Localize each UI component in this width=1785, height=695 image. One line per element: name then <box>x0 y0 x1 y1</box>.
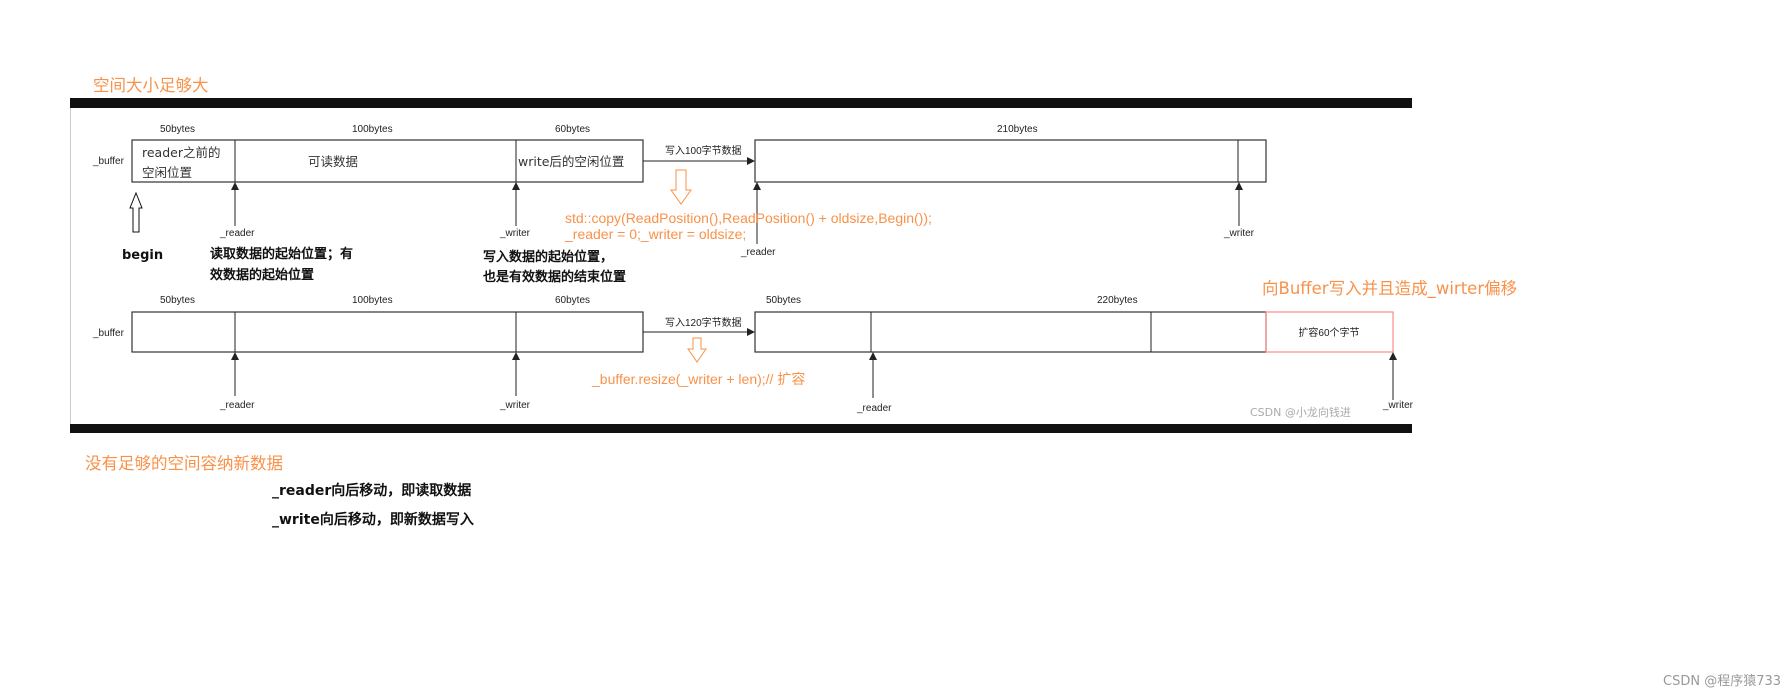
row1-result-box <box>754 139 1267 183</box>
reader-desc-2: 效数据的起始位置 <box>210 267 314 283</box>
begin-hollow-arrow-icon <box>129 191 143 233</box>
inner-watermark: CSDN @小龙向钱进 <box>1250 405 1351 419</box>
title-enough-space: 空间大小足够大 <box>93 76 209 95</box>
row1-result-size: 210bytes <box>997 124 1038 135</box>
row1-size-60: 60bytes <box>555 124 590 135</box>
title-writer-offset: 向Buffer写入并且造成_wirter偏移 <box>1262 279 1517 299</box>
row1-orange-down-arrow-icon <box>670 169 692 205</box>
row2-buffer-label: _buffer <box>92 328 125 339</box>
row1-reader-label: _reader <box>219 228 255 239</box>
row1-reset-code: _reader = 0;_writer = oldsize; <box>564 226 746 242</box>
row2-buffer-box <box>131 311 644 353</box>
row2-reader-label: _reader <box>219 400 255 411</box>
row2-result-box <box>754 311 1267 353</box>
panel-top-bar <box>70 98 1412 108</box>
note-writer-move: _write向后移动，即新数据写入 <box>272 511 474 528</box>
row1-size-100: 100bytes <box>352 124 393 135</box>
row2-new-reader-label: _reader <box>856 403 892 414</box>
writer-desc-2: 也是有效数据的结束位置 <box>483 269 626 285</box>
row2-orange-down-arrow-icon <box>687 337 707 363</box>
panel-bottom-bar <box>70 424 1412 433</box>
row2-size-60: 60bytes <box>555 295 590 306</box>
row1-buffer-label: _buffer <box>92 156 125 167</box>
note-reader-move: _reader向后移动，即读取数据 <box>272 482 471 499</box>
begin-label: begin <box>122 248 163 263</box>
row1-copy-code: std::copy(ReadPosition(),ReadPosition() … <box>565 210 932 226</box>
reader-desc-1: 读取数据的起始位置；有 <box>210 246 353 262</box>
row1-readable-data: 可读数据 <box>308 154 358 169</box>
row2-new-writer-label: _writer <box>1382 400 1414 411</box>
row1-free-after-writer: write后的空闲位置 <box>518 154 624 169</box>
csdn-watermark: CSDN @程序猿733 <box>1663 674 1781 689</box>
row1-new-reader-label: _reader <box>740 247 776 258</box>
row2-size-50: 50bytes <box>160 295 195 306</box>
expand-label: 扩容60个字节 <box>1298 326 1359 339</box>
row1-writer-label: _writer <box>499 228 531 239</box>
row2-size-100: 100bytes <box>352 295 393 306</box>
row2-write-label: 写入120字节数据 <box>665 316 742 329</box>
row1-free-before-reader: reader之前的 <box>142 145 220 160</box>
row1-write-label: 写入100字节数据 <box>665 144 742 157</box>
title-not-enough-space: 没有足够的空间容纳新数据 <box>85 454 283 473</box>
row1-free-before-reader-2: 空闲位置 <box>142 165 192 180</box>
row2-result-size-220: 220bytes <box>1097 295 1138 306</box>
row1-new-writer-label: _writer <box>1223 228 1255 239</box>
row2-resize-code: _buffer.resize(_writer + len);// 扩容 <box>591 371 805 387</box>
expand-region-box <box>1265 311 1394 353</box>
writer-desc-1: 写入数据的起始位置， <box>483 249 613 265</box>
row2-writer-label: _writer <box>499 400 531 411</box>
row2-result-size-50: 50bytes <box>766 295 801 306</box>
row1-size-50: 50bytes <box>160 124 195 135</box>
